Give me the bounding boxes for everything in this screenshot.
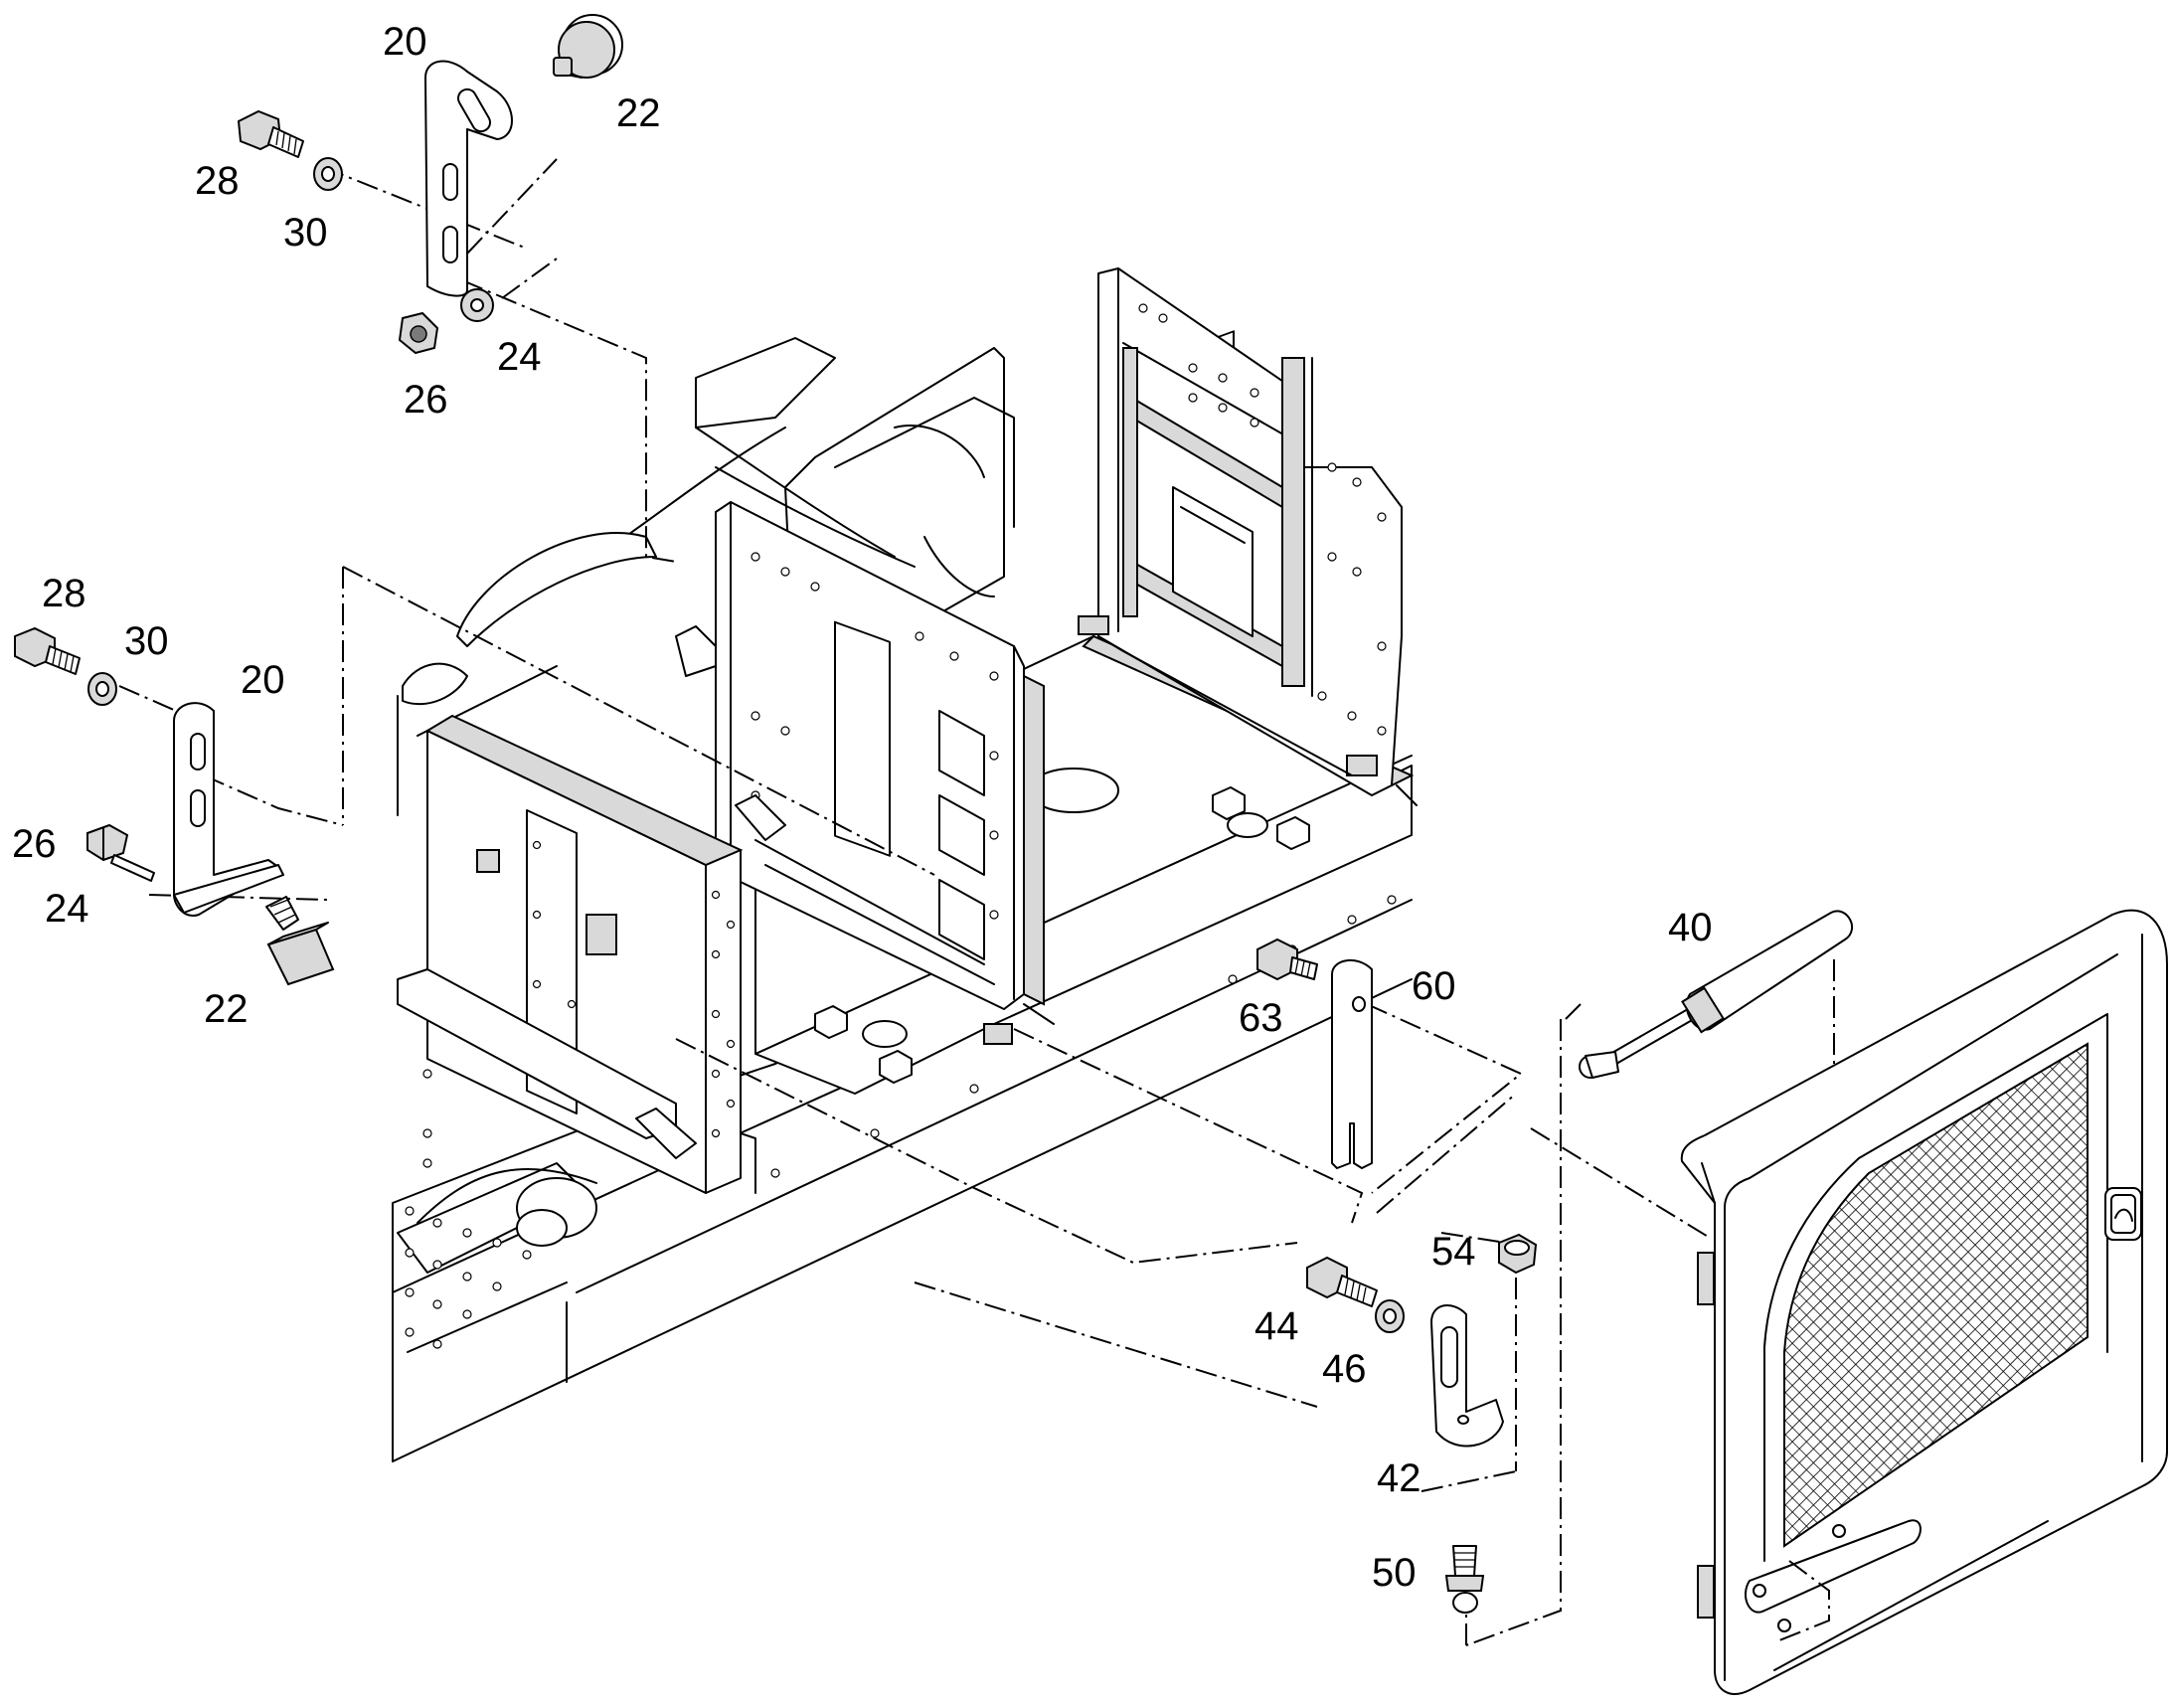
- callout-26-upper: 26: [404, 378, 448, 422]
- washer-part-24-left: [110, 854, 155, 882]
- callout-63: 63: [1239, 996, 1283, 1040]
- callout-42: 42: [1377, 1456, 1421, 1500]
- callout-22-upper: 22: [616, 91, 661, 135]
- bracket-part-20-left: [173, 702, 284, 917]
- callout-30-left: 30: [124, 619, 169, 663]
- bolt-part-28-left: [14, 626, 81, 675]
- ball-stud-part-50: [1444, 1545, 1485, 1614]
- brand-badge-icon: [2104, 1187, 2142, 1241]
- washer-part-24-upper: [460, 288, 494, 322]
- callout-40: 40: [1668, 906, 1713, 949]
- callout-20-left: 20: [241, 658, 285, 702]
- bracket-part-42: [1430, 1304, 1504, 1448]
- callout-labels: 20 22 28 30 24 26 28 30 20 26 24 22 40 6…: [12, 20, 1713, 1595]
- side-door-panel: [1680, 909, 2168, 1695]
- callout-24-left: 24: [45, 887, 89, 931]
- washer-part-30-left: [87, 672, 117, 706]
- assembly-leader-lines: [118, 158, 1835, 1646]
- callout-24-upper: 24: [497, 335, 542, 379]
- washer-part-46: [1375, 1299, 1405, 1333]
- callout-54: 54: [1431, 1230, 1476, 1274]
- nut-part-54: [1498, 1233, 1538, 1275]
- strap-part-60: [1331, 959, 1373, 1169]
- callout-26-left: 26: [12, 822, 57, 866]
- callout-44: 44: [1254, 1304, 1299, 1348]
- washer-part-30-upper: [313, 157, 343, 191]
- bolt-part-63: [1256, 938, 1318, 981]
- callout-46: 46: [1322, 1347, 1367, 1391]
- callout-28-upper: 28: [195, 159, 240, 203]
- callout-60: 60: [1412, 964, 1456, 1008]
- callout-22-left: 22: [204, 987, 249, 1031]
- callout-28-left: 28: [42, 572, 86, 615]
- bolt-part-44: [1306, 1256, 1378, 1307]
- bumper-part-22-upper: [553, 14, 623, 79]
- callout-30-upper: 30: [283, 211, 328, 255]
- bumper-part-22-left: [265, 896, 335, 986]
- bracket-part-20-upper: [424, 60, 513, 297]
- nut-part-26-left: [86, 823, 129, 862]
- bolt-part-28-upper: [237, 109, 304, 158]
- callout-50: 50: [1372, 1551, 1417, 1595]
- machine-frame: [392, 267, 1418, 1462]
- callout-20-upper: 20: [383, 20, 427, 64]
- gas-strut-part-40: [1579, 910, 1854, 1079]
- nut-part-26-upper: [398, 311, 439, 355]
